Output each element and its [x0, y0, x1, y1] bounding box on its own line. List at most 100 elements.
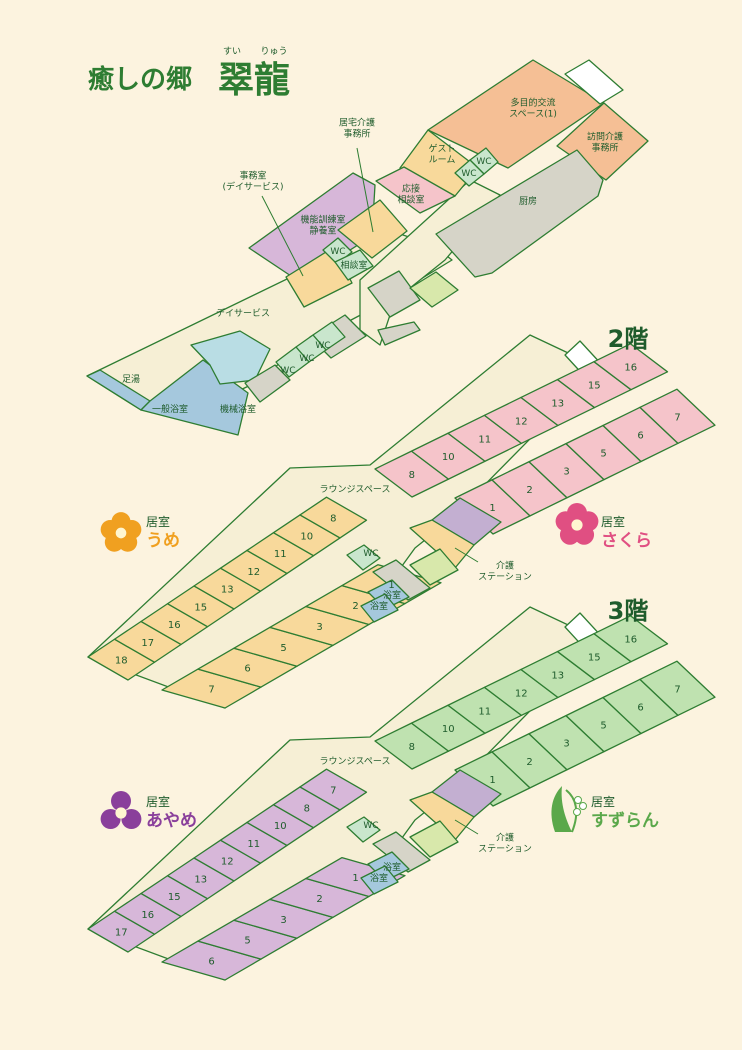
f3-room-rf-7 [639, 660, 716, 716]
lbl-training: 機能訓練室静養室 [300, 214, 345, 237]
kitchen [435, 149, 604, 278]
f2-station-leader [454, 547, 479, 563]
f2-roomno-lb-12: 12 [247, 567, 260, 578]
lbl-visiting-line: 訪問介護 [587, 131, 623, 143]
f3-roomno-rf-6: 6 [637, 702, 643, 713]
f3-label: 3階 [608, 597, 649, 625]
f2-station-lbl: 介護ステーション [478, 560, 532, 583]
f2-station-lbl-line: 介護 [496, 560, 514, 572]
f2-unit-left-name: うめ [146, 531, 180, 551]
f3-roomno-lb-12: 12 [221, 857, 234, 868]
f3-room-lb-7 [299, 768, 368, 811]
f3-roomno-rb-13: 13 [551, 671, 564, 682]
title-name: 翠龍 [218, 59, 290, 101]
suzuran-stem [565, 789, 578, 833]
lbl-multipurpose-line: 多目的交流 [510, 97, 555, 109]
f2-roomno-rf-3: 3 [563, 467, 569, 478]
lbl-guest-line: ルーム [429, 154, 456, 165]
machine-bath [190, 330, 271, 385]
elevator-1f [409, 271, 459, 308]
f2-wc-lbl: WC [363, 549, 378, 559]
lbl-reception-line: 応接 [402, 183, 420, 195]
f3-roomno-lb-11: 11 [247, 839, 260, 850]
f2-roomno-lf-1: 1 [388, 580, 394, 591]
f2-roomno-lf-5: 5 [280, 643, 286, 654]
f2-station-lbl-line: ステーション [478, 571, 532, 582]
lbl-home-care-line: 居宅介護 [339, 117, 375, 129]
f2-roomno-rb-8: 8 [409, 470, 415, 481]
lbl-consult: 相談室 [340, 259, 367, 271]
map-decor [100, 147, 599, 835]
ume-flower-icon [100, 512, 142, 552]
f3-room-rb-16 [593, 615, 669, 663]
f2-roomno-rb-13: 13 [551, 399, 564, 410]
lbl-reception-line: 相談室 [397, 193, 424, 205]
f3-unit-left-sub: 居室 [146, 794, 170, 809]
f3-roomno-lb-10: 10 [274, 821, 287, 832]
suzuran-flower-icon [551, 786, 587, 833]
f2-room-rb-16 [593, 343, 669, 391]
f3-station-lbl: 介護ステーション [478, 832, 532, 855]
f2-bath-b [360, 593, 399, 623]
f3-elevator [409, 820, 459, 858]
f2-roomno-lb-16: 16 [168, 620, 181, 631]
lbl-training-line: 静養室 [309, 224, 336, 236]
f3-roomno-rb-8: 8 [409, 742, 415, 753]
ruby-ryu: りゅう [260, 46, 287, 57]
f2-unit-right-sub: 居室 [601, 514, 625, 529]
f2-roomno-rb-11: 11 [478, 434, 491, 445]
f2-roomno-lb-11: 11 [274, 549, 287, 560]
f3-station-leader [454, 819, 479, 835]
leader-office [261, 195, 304, 277]
f3-bath1-lbl: 浴室 [383, 861, 401, 873]
lbl-wc-d: WC [315, 341, 330, 351]
lbl-machine-bath: 機械浴室 [220, 403, 256, 415]
lbl-wc-c: WC [330, 247, 345, 257]
f2-roomno-rf-5: 5 [600, 449, 606, 460]
f3-unit-right-name: すずらん [591, 811, 659, 831]
f2-unit-right-name: さくら [601, 531, 652, 551]
f3-roomno-rb-16: 16 [624, 635, 637, 646]
lbl-guest: ゲストルーム [428, 143, 455, 166]
suzuran-leaf [551, 786, 572, 832]
f3-roomno-lb-17: 17 [115, 928, 128, 939]
f2-roomno-rf-7: 7 [674, 412, 680, 423]
lbl-multipurpose-line: スペース(1) [509, 109, 557, 119]
f2-elevator [409, 548, 459, 586]
ruby-sui: すい [223, 46, 241, 57]
suzuran-bell [579, 802, 587, 810]
suzuran-bell [574, 796, 582, 804]
f3-roomno-lb-13: 13 [194, 874, 207, 885]
wc-1f-b [454, 159, 485, 187]
f3-wc-lbl: WC [363, 821, 378, 831]
f2-roomno-lb-8: 8 [330, 514, 336, 525]
f2-roomno-lf-2: 2 [352, 601, 358, 612]
consult-room [334, 249, 374, 281]
f2-roomno-lb-13: 13 [221, 585, 234, 596]
upper-walkway [564, 59, 624, 105]
f3-roomno-rb-12: 12 [515, 688, 528, 699]
f3-roomno-lf-6: 6 [208, 957, 214, 968]
lower-bath-block [244, 364, 291, 403]
lbl-kitchen: 厨房 [519, 195, 537, 207]
f3-roomno-rb-15: 15 [588, 653, 601, 664]
f3-roomno-rf-3: 3 [563, 739, 569, 750]
f3-roomno-rf-1: 1 [489, 775, 495, 786]
lbl-wc-a: WC [476, 157, 491, 167]
f2-room-rf-7 [639, 388, 716, 445]
reception-room [375, 166, 456, 214]
lbl-guest-line: ゲスト [428, 143, 455, 155]
f2-roomno-lb-17: 17 [141, 638, 154, 649]
f2-roomno-rf-1: 1 [489, 503, 495, 514]
f3-roomno-lb-8: 8 [304, 803, 310, 814]
f2-unit-left-sub: 居室 [146, 514, 170, 529]
f2-wc [346, 544, 381, 571]
lbl-visiting: 訪問介護事務所 [587, 131, 623, 154]
lbl-dayservice: デイサービス [216, 307, 270, 319]
f3-roomno-lf-3: 3 [280, 915, 286, 926]
f2-roomno-lf-7: 7 [208, 685, 214, 696]
ayame-flower-icon [100, 791, 142, 829]
f2-roomno-rb-15: 15 [588, 381, 601, 392]
